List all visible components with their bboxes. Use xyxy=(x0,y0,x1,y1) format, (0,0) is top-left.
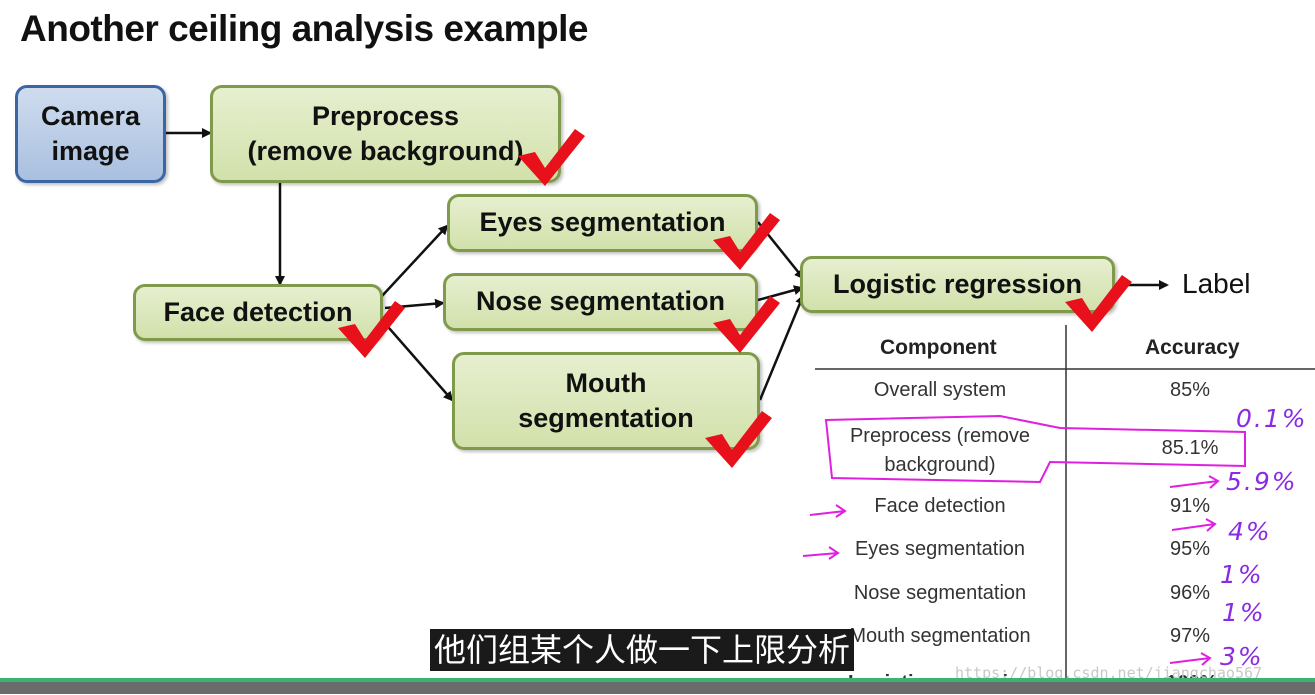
logistic-regression-node: Logistic regression xyxy=(800,256,1115,313)
preprocess-row-line2: background) xyxy=(884,454,996,476)
video-progress-bar[interactable] xyxy=(0,678,1315,682)
check-icon xyxy=(518,129,585,186)
preprocess-label-line2: (remove background) xyxy=(247,136,524,166)
table-cell-accuracy: 97% xyxy=(1169,625,1211,647)
mouth-label-line2: segmentation xyxy=(518,403,694,433)
face-detection-label: Face detection xyxy=(163,296,353,327)
table-cell-accuracy: 96% xyxy=(1169,582,1211,604)
arrow-nose-to-logistic xyxy=(757,285,804,302)
table-cell-accuracy: 85.1% xyxy=(1161,437,1219,459)
table-cell-accuracy: 85% xyxy=(1169,379,1211,401)
mouth-segmentation-node: Mouth segmentation xyxy=(452,352,760,450)
table-header-accuracy: Accuracy xyxy=(1145,336,1240,359)
preprocess-row-line1: Preprocess (remove xyxy=(849,425,1031,447)
nose-segmentation-node: Nose segmentation xyxy=(443,273,758,331)
slide-title: Another ceiling analysis example xyxy=(20,8,589,49)
preprocess-highlight xyxy=(824,414,1246,484)
check-icon xyxy=(1065,275,1132,332)
check-icon xyxy=(338,301,405,358)
preprocess-node: Preprocess (remove background) xyxy=(210,85,561,183)
table-cell-component: Overall system xyxy=(873,379,1007,401)
video-subtitle: 他们组某个人做一下上限分析 xyxy=(430,629,855,671)
table-cell-component: Preprocess (remove background) xyxy=(830,422,1050,480)
arrow-mouth-to-logistic xyxy=(758,294,805,401)
check-icon xyxy=(705,411,772,468)
check-icon xyxy=(713,213,780,270)
arrow-face-to-eyes xyxy=(381,224,449,297)
video-controls-bar[interactable] xyxy=(0,682,1315,694)
preprocess-label-line1: Preprocess xyxy=(311,100,460,131)
table-cell-component: Face detection xyxy=(874,495,1006,517)
arrow-face-to-mouth xyxy=(381,319,454,402)
hand-arrows xyxy=(802,475,1220,666)
logistic-regression-label: Logistic regression xyxy=(832,268,1083,299)
watermark-text: https://blog.csdn.net/jiangchao567 xyxy=(955,664,1263,682)
table-cell-component: Nose segmentation xyxy=(853,582,1027,604)
handwritten-gain: 1% xyxy=(1220,560,1264,589)
camera-label-line1: Camera xyxy=(40,100,141,131)
handwritten-gain: 4% xyxy=(1228,517,1272,546)
table-header-component: Component xyxy=(880,336,997,359)
camera-image-node: Camera image xyxy=(15,85,166,183)
handwritten-gain: 3% xyxy=(1220,642,1264,671)
eyes-segmentation-label: Eyes segmentation xyxy=(479,207,726,238)
check-icon xyxy=(713,296,780,353)
eyes-segmentation-node: Eyes segmentation xyxy=(447,194,758,252)
table-cell-accuracy: 91% xyxy=(1169,495,1211,517)
mouth-label-line1: Mouth xyxy=(565,367,647,398)
table-cell-component: Eyes segmentation xyxy=(854,538,1026,560)
camera-label-line2: image xyxy=(51,136,130,166)
handwritten-gain: 5.9% xyxy=(1226,467,1298,496)
handwritten-gain: 1% xyxy=(1222,598,1266,627)
table-cell-component: Mouth segmentation xyxy=(849,625,1031,647)
output-label: Label xyxy=(1182,268,1251,299)
table-cell-accuracy: 95% xyxy=(1169,538,1211,560)
handwritten-gain: 0.1% xyxy=(1236,404,1308,433)
nose-segmentation-label: Nose segmentation xyxy=(475,286,726,317)
